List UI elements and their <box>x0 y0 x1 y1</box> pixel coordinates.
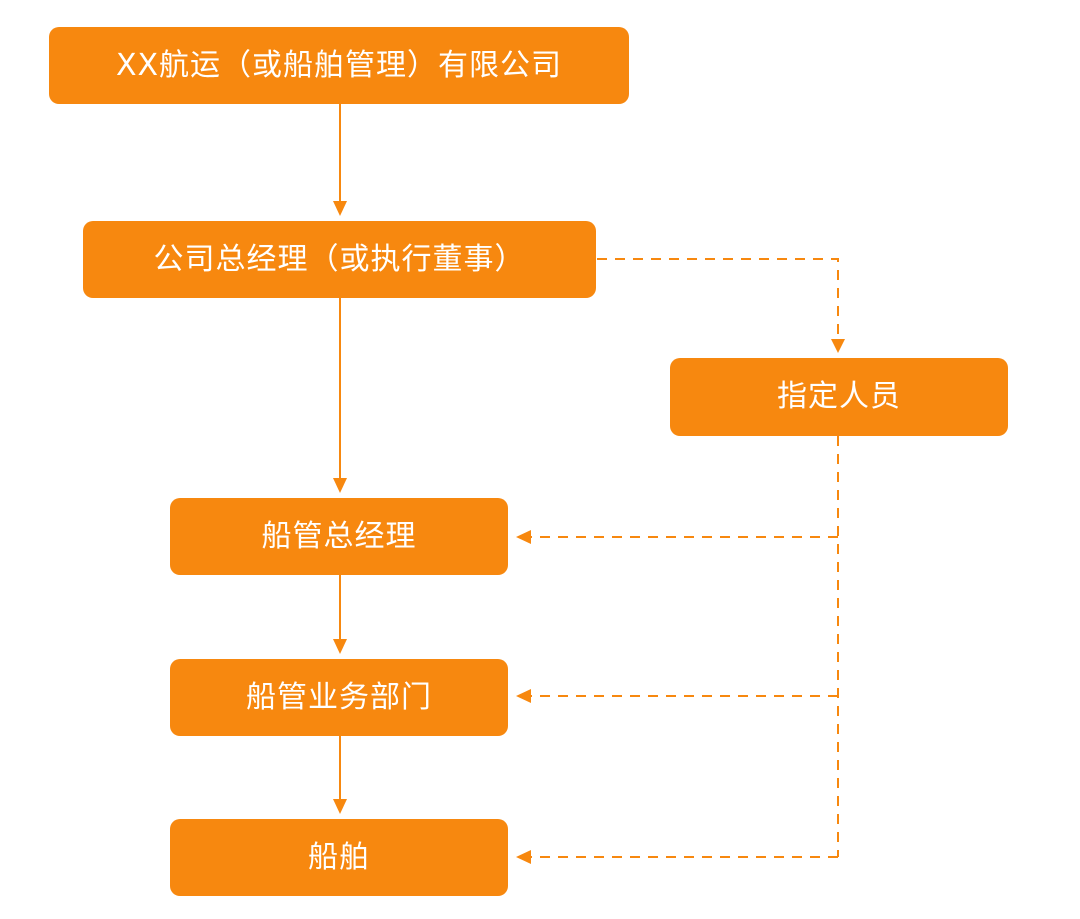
arrowhead-ship <box>333 799 347 814</box>
arrowhead-general-manager <box>333 201 347 216</box>
node-ship-management-department-label: 船管业务部门 <box>246 679 432 715</box>
dashed-edges <box>516 258 845 864</box>
node-designated-person: 指定人员 <box>670 358 1008 436</box>
node-company: XX航运（或船舶管理）有限公司 <box>49 27 629 104</box>
node-ship: 船舶 <box>170 819 508 896</box>
node-designated-person-label: 指定人员 <box>777 379 901 414</box>
arrowhead-designated-person <box>831 339 845 353</box>
node-general-manager-label: 公司总经理（或执行董事） <box>153 241 526 277</box>
solid-edges <box>333 104 347 814</box>
node-ship-management-gm: 船管总经理 <box>170 498 508 575</box>
node-general-manager: 公司总经理（或执行董事） <box>83 221 596 298</box>
node-ship-management-department: 船管业务部门 <box>170 659 508 736</box>
arrowhead-dashed-ship-dept <box>516 689 531 703</box>
node-ship-label: 船舶 <box>308 839 370 875</box>
arrowhead-dashed-ship-gm <box>516 530 531 544</box>
node-ship-management-gm-label: 船管总经理 <box>261 518 417 554</box>
node-company-label: XX航运（或船舶管理）有限公司 <box>115 47 563 83</box>
arrowhead-ship-dept <box>333 639 347 654</box>
arrowhead-dashed-ship <box>516 850 531 864</box>
edge-general-manager-to-designated-person <box>597 258 839 341</box>
arrowhead-ship-gm <box>333 478 347 493</box>
